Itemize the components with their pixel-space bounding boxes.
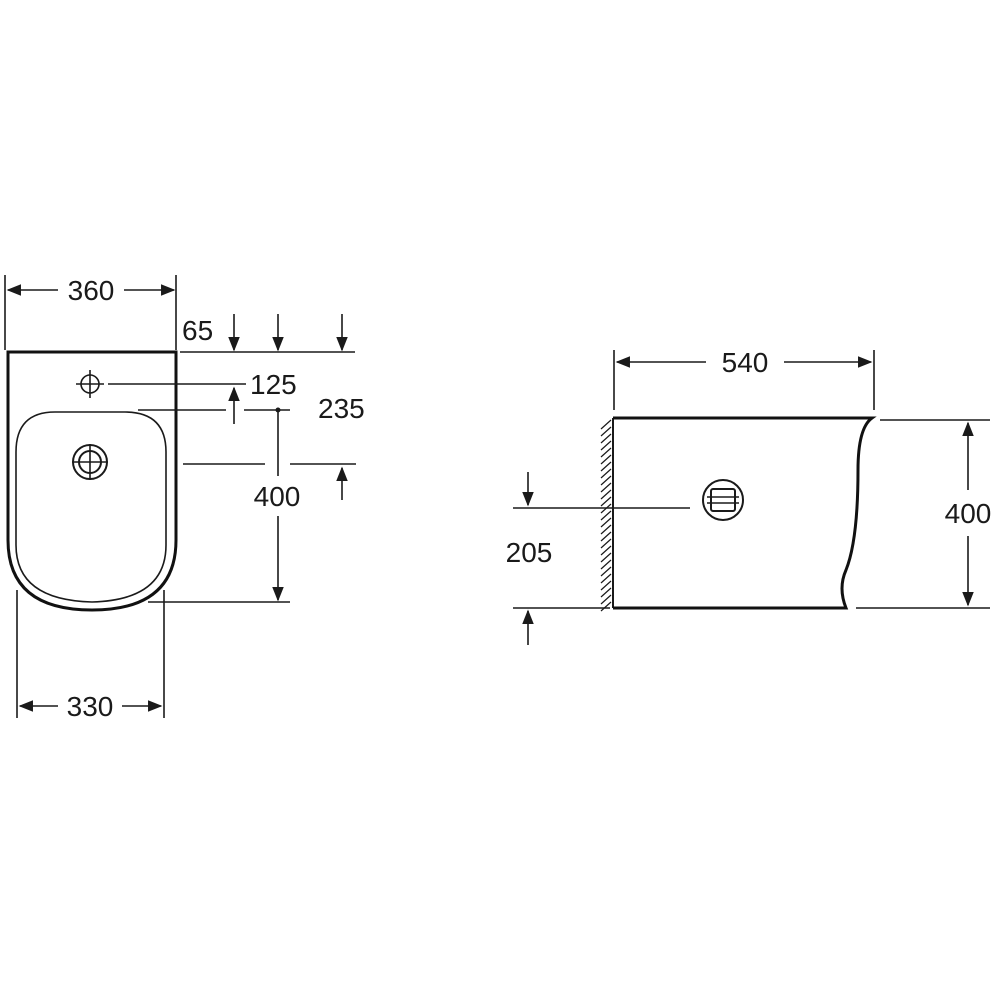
- hatch-line: [600, 426, 612, 437]
- hatch-line: [600, 580, 612, 591]
- hatch-line: [600, 461, 612, 472]
- dim-waste-height: 205: [506, 472, 690, 645]
- bidet-outline-side: [613, 416, 877, 610]
- hatch-line: [600, 587, 612, 598]
- hatch-line: [600, 531, 612, 542]
- dim-540-label: 540: [722, 347, 769, 378]
- hatch-line: [600, 454, 612, 465]
- dim-front-to-waste: 235: [183, 393, 365, 500]
- dim-height: 400: [856, 419, 992, 609]
- waste-connector-icon: [702, 479, 744, 521]
- dim-depth: 400: [148, 407, 301, 603]
- hatch-line: [600, 538, 612, 549]
- dim-205-label: 205: [506, 537, 553, 568]
- top-view: 360 65 125 235: [4, 275, 365, 722]
- dim-tap-to-waste: 125: [108, 369, 297, 424]
- hatch-line: [600, 552, 612, 563]
- dim-360-label: 360: [68, 275, 115, 306]
- bowl-outline: [15, 411, 167, 603]
- dim-400-top-label: 400: [254, 481, 301, 512]
- wall-hatch: [600, 418, 614, 612]
- hatch-line: [600, 601, 612, 612]
- hatch-line: [600, 419, 612, 430]
- hatch-line: [600, 440, 612, 451]
- dim-base-width: 330: [16, 590, 165, 722]
- hatch-line: [600, 545, 612, 556]
- hatch-line: [600, 566, 612, 577]
- dim-tap-hole-offset: 65: [180, 314, 355, 353]
- hatch-line: [600, 573, 612, 584]
- dim-330-label: 330: [67, 691, 114, 722]
- hatch-line: [600, 433, 612, 444]
- side-view: 540 400 205: [506, 347, 992, 645]
- hatch-line: [600, 524, 612, 535]
- dim-overall-width: 360: [4, 275, 177, 350]
- hatch-line: [600, 489, 612, 500]
- hatch-line: [600, 594, 612, 605]
- dim-125-label: 125: [250, 369, 297, 400]
- bidet-outline-top: [6, 350, 178, 612]
- tap-hole-icon: [76, 370, 104, 398]
- dim-length: 540: [613, 347, 875, 410]
- dim-65-label: 65: [182, 315, 213, 346]
- hatch-line: [600, 482, 612, 493]
- dim-400-side-label: 400: [945, 498, 992, 529]
- waste-outlet-icon: [72, 444, 108, 480]
- hatch-line: [600, 559, 612, 570]
- hatch-line: [600, 475, 612, 486]
- dim-235-label: 235: [318, 393, 365, 424]
- hatch-line: [600, 496, 612, 507]
- hatch-line: [600, 468, 612, 479]
- hatch-line: [600, 510, 612, 521]
- hatch-line: [600, 447, 612, 458]
- hatch-line: [600, 517, 612, 528]
